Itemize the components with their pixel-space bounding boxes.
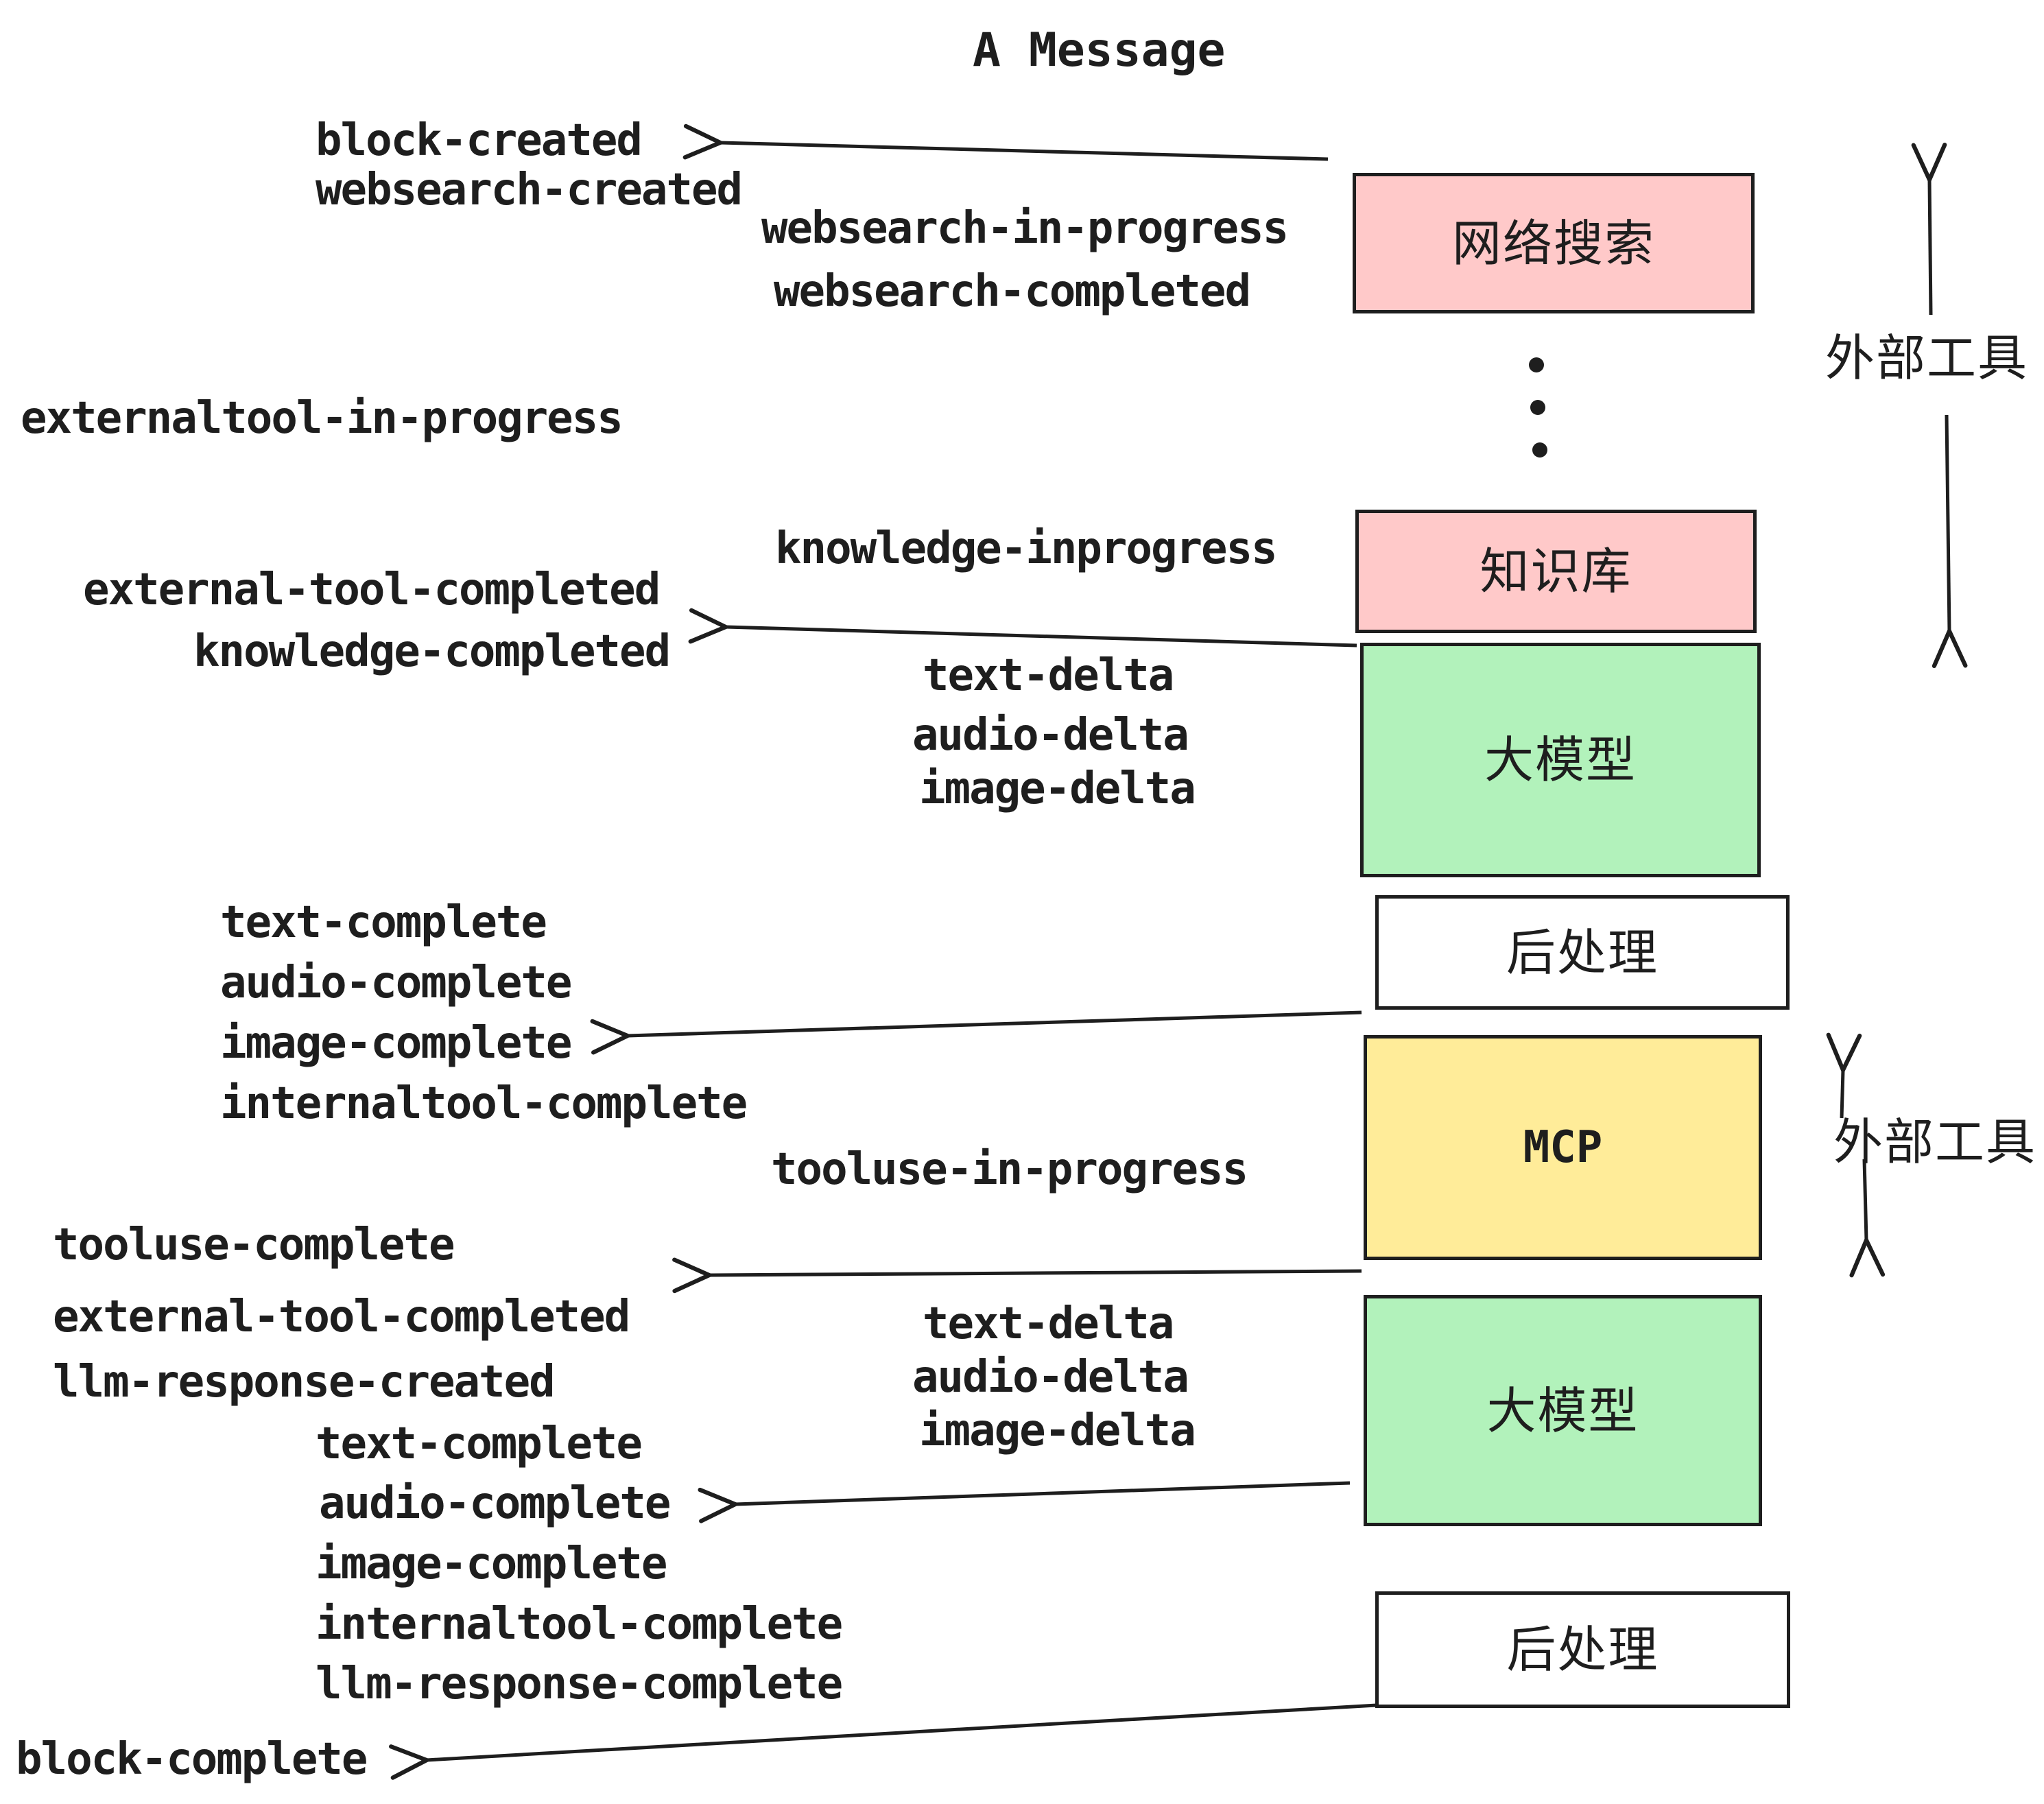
event-label-llm-response-created: llm-response-created: [53, 1357, 556, 1408]
box-websearch: 网络搜索: [1353, 173, 1755, 313]
event-label-block-complete: block-complete: [16, 1734, 368, 1785]
event-label-audio-delta-2: audio-delta: [912, 1352, 1189, 1403]
box-postprocess-2-label: 后处理: [1506, 1621, 1659, 1678]
event-label-internaltool-complete-2: internaltool-complete: [316, 1599, 843, 1650]
arrow-block-created: [720, 143, 1329, 161]
box-postprocess-1: 后处理: [1375, 895, 1790, 1010]
event-label-knowledge-inprogress: knowledge-inprogress: [775, 523, 1278, 574]
event-label-tooluse-complete: tooluse-complete: [53, 1220, 455, 1270]
arrow-knowledge-completed: [726, 627, 1357, 648]
event-label-websearch-in-progress: websearch-in-progress: [761, 203, 1289, 254]
event-label-external-tool-completed: external-tool-completed: [83, 565, 661, 615]
event-label-image-complete-2: image-complete: [316, 1539, 667, 1589]
box-knowledge: 知识库: [1355, 510, 1757, 633]
external-tools-label-1: 外部工具: [1825, 329, 2029, 387]
box-llm-2: 大模型: [1364, 1295, 1762, 1526]
external-tools-label-2: 外部工具: [1833, 1113, 2037, 1171]
box-postprocess-2: 后处理: [1375, 1591, 1790, 1708]
box-llm-1-label: 大模型: [1484, 731, 1637, 789]
ellipsis-dot: [1532, 442, 1547, 458]
event-label-internaltool-complete-1: internaltool-complete: [220, 1078, 748, 1129]
event-label-image-complete-1: image-complete: [220, 1018, 572, 1069]
event-label-external-tool-completed-2: external-tool-completed: [53, 1292, 630, 1342]
box-llm-1: 大模型: [1360, 643, 1761, 877]
box-postprocess-1-label: 后处理: [1506, 923, 1659, 982]
arrow-image-complete: [628, 1010, 1362, 1036]
up-arrow-external-tools-2: [1842, 1070, 1843, 1119]
page-title: A Message: [973, 23, 1226, 78]
event-label-image-delta-1: image-delta: [919, 763, 1196, 814]
event-label-audio-complete-2: audio-complete: [319, 1478, 671, 1529]
down-arrow-external-tools-1: [1947, 414, 1949, 631]
event-label-text-complete-2: text-complete: [316, 1419, 643, 1469]
box-mcp-label: MCP: [1523, 1122, 1603, 1173]
event-label-image-delta-2: image-delta: [919, 1405, 1196, 1456]
event-label-text-delta-1: text-delta: [923, 650, 1174, 701]
arrow-tooluse-complete: [709, 1271, 1362, 1275]
event-label-audio-complete-1: audio-complete: [220, 958, 572, 1008]
event-label-knowledge-completed: knowledge-completed: [193, 626, 671, 677]
event-label-audio-delta-1: audio-delta: [912, 710, 1189, 761]
arrow-block-complete: [427, 1703, 1377, 1760]
box-mcp: MCP: [1364, 1035, 1762, 1260]
box-knowledge-label: 知识库: [1479, 543, 1632, 600]
event-label-websearch-completed: websearch-completed: [774, 266, 1251, 317]
up-arrow-external-tools-1: [1929, 180, 1931, 316]
event-label-text-delta-2: text-delta: [923, 1298, 1174, 1349]
event-label-llm-response-complete: llm-response-complete: [316, 1659, 843, 1709]
arrow-audio-complete: [735, 1481, 1351, 1504]
event-label-block-created: block-created: [316, 115, 643, 166]
down-arrow-external-tools-2: [1864, 1159, 1866, 1240]
event-label-websearch-created: websearch-created: [316, 165, 743, 215]
box-llm-2-label: 大模型: [1486, 1381, 1639, 1440]
event-label-tooluse-in-progress: tooluse-in-progress: [771, 1144, 1248, 1195]
box-websearch-label: 网络搜索: [1451, 214, 1655, 272]
ellipsis-dot: [1529, 357, 1544, 372]
ellipsis-dot: [1530, 400, 1545, 415]
event-label-text-complete-1: text-complete: [220, 897, 547, 948]
event-label-externaltool-in-progress: externaltool-in-progress: [21, 393, 623, 444]
